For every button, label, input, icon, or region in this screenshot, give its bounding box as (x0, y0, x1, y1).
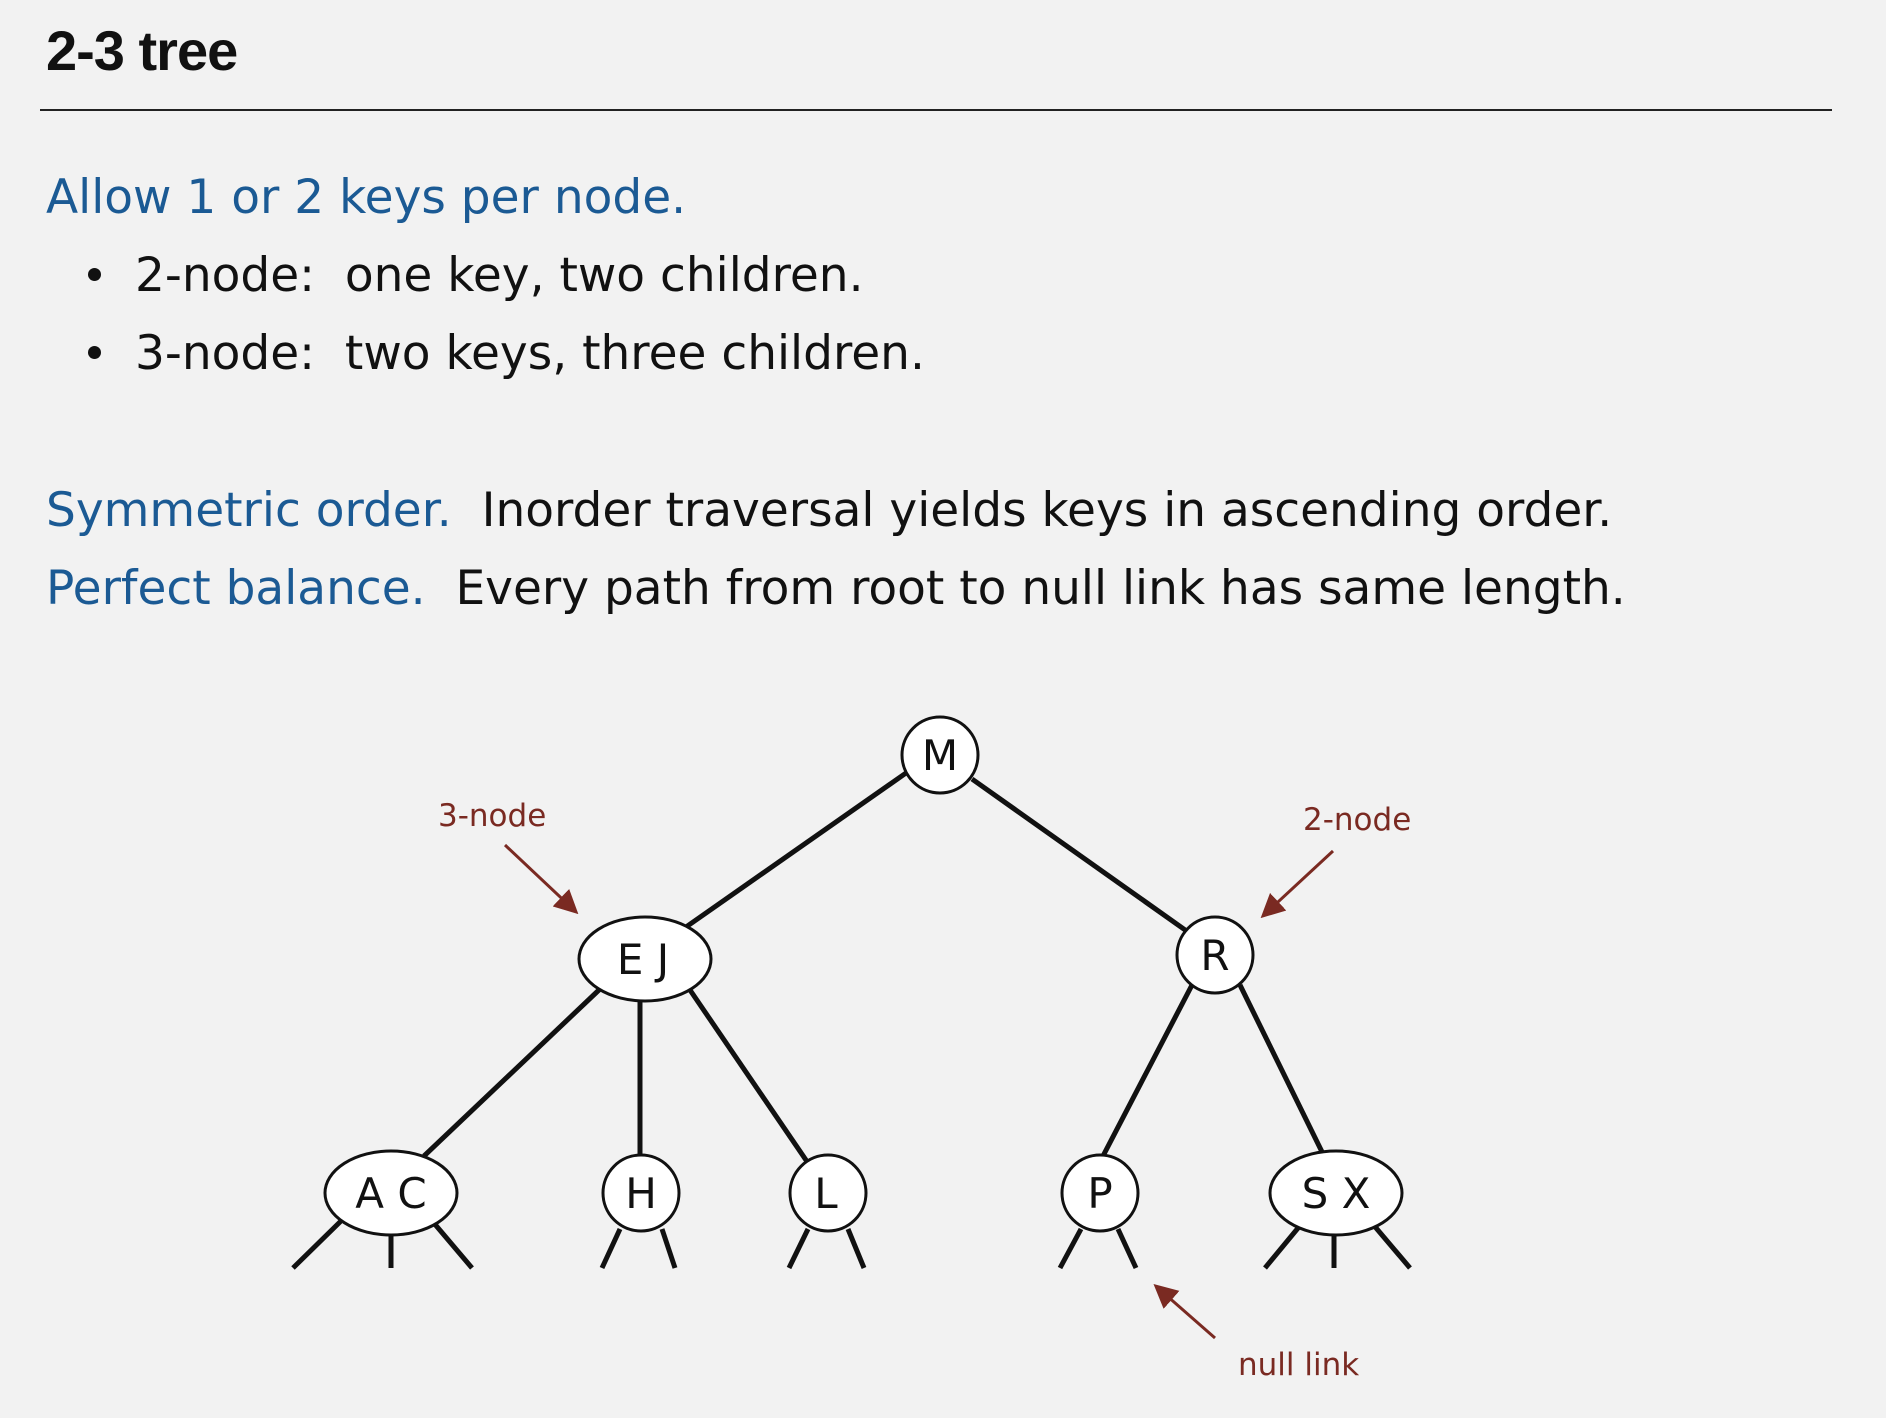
annotation-null-link: null link (1238, 1347, 1359, 1383)
edge-r-p (1100, 983, 1195, 1158)
symmetric-order-text: Inorder traversal yields keys in ascendi… (481, 483, 1613, 538)
edge-m-r (970, 776, 1190, 935)
bullet-dot (88, 346, 101, 359)
annotation-2-node: 2-node (1303, 802, 1411, 838)
null-link (786, 1227, 811, 1270)
perfect-balance-text: Every path from root to null link has sa… (455, 561, 1626, 616)
node-ej (577, 915, 713, 1003)
node-ac (323, 1149, 459, 1237)
bullet-text: two keys, three children. (344, 326, 925, 381)
bullet-dot (88, 268, 101, 281)
null-link (599, 1227, 623, 1270)
null-link (291, 1218, 344, 1270)
bullet-term: 3-node: (135, 326, 315, 381)
bullet-3-node: 3-node: two keys, three children. (88, 326, 925, 381)
node-key: R (1200, 931, 1229, 980)
slide-title: 2-3 tree (46, 19, 238, 82)
node-key: M (922, 731, 958, 780)
edge-r-sx (1237, 983, 1328, 1160)
node-r (1175, 915, 1255, 995)
node-l (788, 1153, 868, 1233)
null-link (1057, 1227, 1084, 1270)
bullet-term: 2-node: (135, 248, 315, 303)
title-divider (40, 109, 1832, 111)
allow-heading: Allow 1 or 2 keys per node. (46, 170, 687, 225)
null-link (1263, 1220, 1305, 1270)
null-link (845, 1228, 867, 1269)
bullet-2-node: 2-node: one key, two children. (88, 248, 864, 303)
node-sx (1268, 1149, 1404, 1237)
node-h (601, 1153, 681, 1233)
edge-ej-ac (422, 987, 602, 1158)
arrow-null-link (1153, 1284, 1216, 1340)
null-link (431, 1220, 474, 1270)
edge-ej-l (687, 988, 811, 1165)
arrow-3-node (503, 843, 579, 915)
null-link (659, 1228, 678, 1269)
node-key: S X (1302, 1169, 1371, 1218)
annotation-3-node: 3-node (438, 798, 546, 834)
arrow-2-node (1260, 849, 1335, 919)
edge-m-ej (684, 770, 908, 930)
node-key: A C (355, 1169, 426, 1218)
null-link (1369, 1220, 1412, 1270)
symmetric-order-line: Symmetric order. Inorder traversal yield… (46, 483, 1612, 538)
node-key: E J (617, 935, 669, 984)
bullet-text: one key, two children. (344, 248, 864, 303)
null-link (1115, 1227, 1139, 1270)
perfect-balance-label: Perfect balance. (46, 561, 426, 616)
node-key: P (1087, 1169, 1112, 1218)
node-key: L (814, 1169, 838, 1218)
node-key: H (625, 1169, 657, 1218)
node-p (1060, 1153, 1140, 1233)
symmetric-order-label: Symmetric order. (46, 483, 452, 538)
tree-edges (291, 770, 1412, 1270)
node-m (900, 715, 980, 795)
perfect-balance-line: Perfect balance. Every path from root to… (46, 561, 1626, 616)
